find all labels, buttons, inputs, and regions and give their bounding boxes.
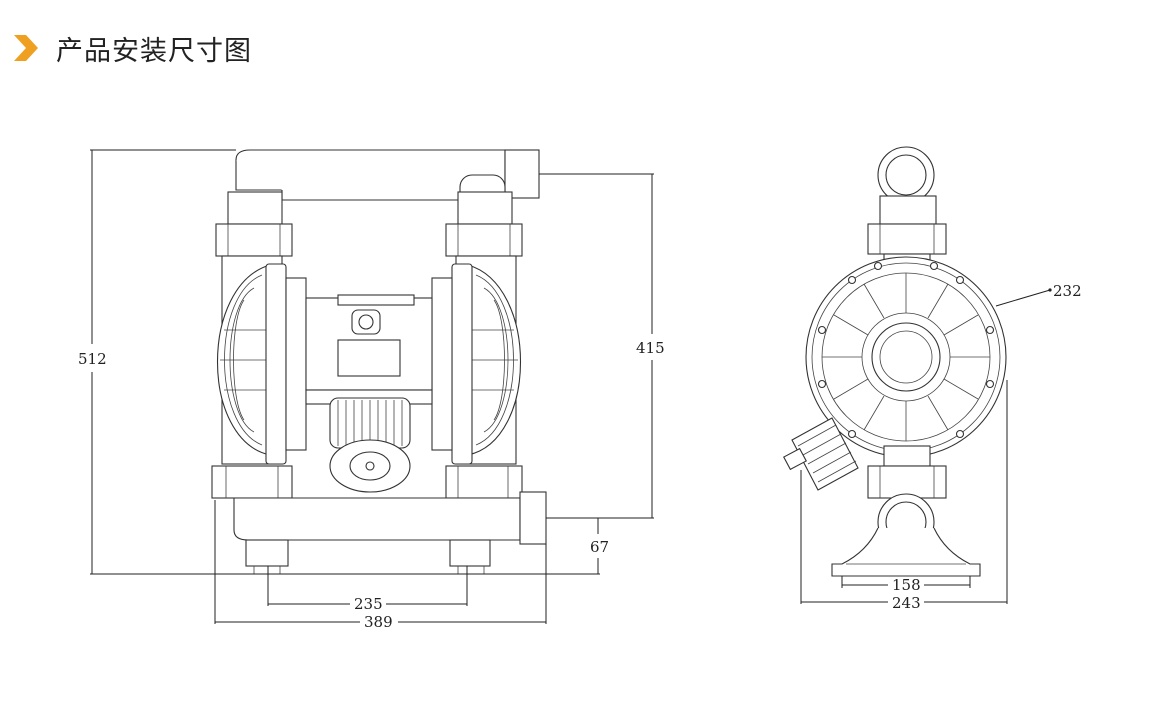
dim-front-outlet-height: 415	[636, 339, 665, 357]
disc-ribs	[822, 273, 990, 441]
disc-bolts	[817, 261, 995, 439]
front-view-pump	[211, 149, 547, 574]
side-view-pump	[783, 146, 1007, 577]
dim-side-overall-width: 243	[892, 594, 921, 612]
header: 产品安装尺寸图	[12, 30, 252, 67]
side-dimension-lines	[800, 288, 1052, 604]
dim-side-base-inner: 158	[892, 576, 921, 594]
dim-front-inlet-height: 67	[590, 538, 609, 556]
dim-side-diameter: 232	[1053, 282, 1082, 300]
dim-front-height: 512	[78, 350, 107, 368]
side-muffler	[783, 417, 859, 491]
muffler-grille	[337, 400, 403, 446]
page-title: 产品安装尺寸图	[56, 35, 252, 67]
chevron-right-icon	[14, 35, 38, 61]
dim-front-inner-width: 235	[354, 595, 383, 613]
front-dimension-lines	[90, 149, 654, 624]
dim-front-overall-width: 389	[364, 613, 393, 631]
